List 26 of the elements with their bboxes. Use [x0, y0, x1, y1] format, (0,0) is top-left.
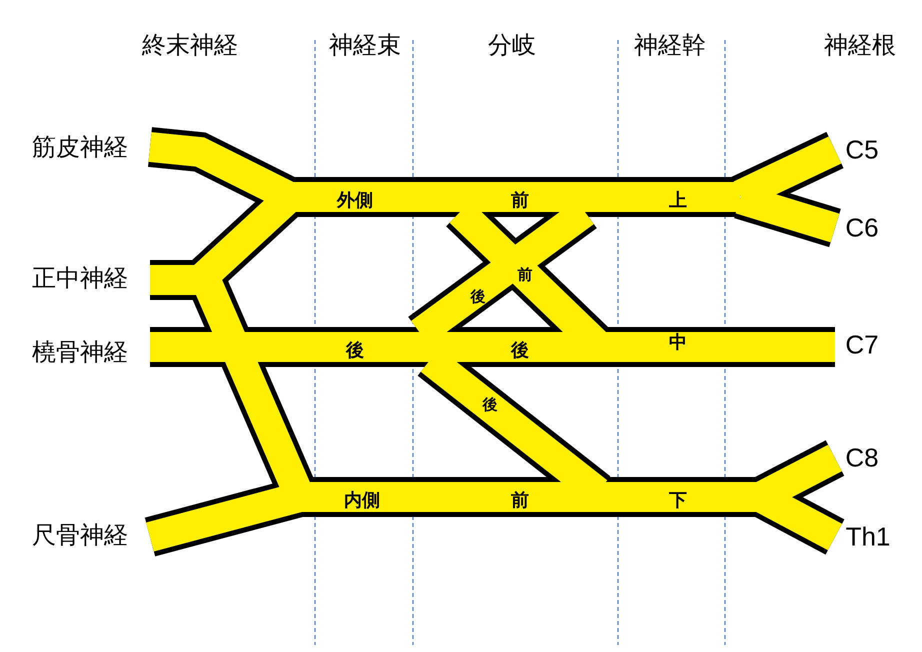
root-label: C8: [845, 442, 879, 474]
root-label: C7: [845, 330, 879, 360]
band-label: 上: [669, 189, 687, 212]
band-label: 前: [511, 189, 529, 212]
nerve-label: 正中神経: [32, 263, 128, 294]
band-label: 外側: [337, 189, 373, 212]
band-label: 前: [518, 266, 532, 284]
root-label: Th1: [846, 522, 890, 552]
column-heading: 終末神経: [142, 30, 238, 61]
nerve-label: 橈骨神経: [32, 337, 128, 368]
band-label: 下: [669, 489, 687, 512]
band-label: 後: [346, 339, 364, 362]
band-label: 前: [511, 489, 529, 512]
column-heading: 神経束: [329, 30, 401, 61]
band-label: 中: [669, 331, 687, 354]
band-label: 後: [470, 288, 486, 306]
band-label: 内側: [344, 489, 380, 512]
band-label: 後: [482, 396, 498, 414]
root-label: C6: [845, 212, 879, 244]
column-heading: 神経根: [824, 30, 896, 61]
column-heading: 分岐: [488, 30, 536, 61]
band-label: 後: [511, 339, 529, 362]
nerve-label: 筋皮神経: [32, 132, 128, 163]
nerve-label: 尺骨神経: [32, 520, 128, 551]
column-heading: 神経幹: [634, 30, 706, 61]
root-label: C5: [845, 134, 879, 166]
